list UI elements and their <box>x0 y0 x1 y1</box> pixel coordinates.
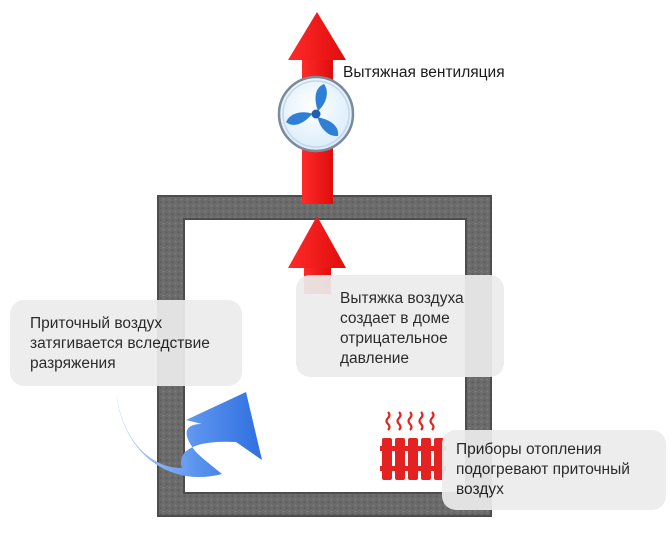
intake-air-line-3: разряжения <box>30 355 116 372</box>
negative-pressure-line-4: давление <box>340 350 410 367</box>
negative-pressure-line-2: создает в доме <box>340 310 450 327</box>
negative-pressure-line-3: отрицательное <box>340 330 448 347</box>
negative-pressure-callout: Вытяжка воздуха создает в доме отрицател… <box>296 275 504 377</box>
negative-pressure-line-1: Вытяжка воздуха <box>340 290 464 307</box>
intake-air-line-1: Приточный воздух <box>30 315 163 332</box>
heating-callout: Приборы отопления подогревают приточный … <box>442 430 666 510</box>
intake-air-callout: Приточный воздух затягивается вследствие… <box>10 300 242 386</box>
heating-line-3: воздух <box>456 481 504 498</box>
heating-line-1: Приборы отопления <box>456 441 602 458</box>
intake-air-line-2: затягивается вследствие <box>30 335 210 352</box>
radiator-icon <box>380 438 446 480</box>
intake-air-arrow <box>116 392 262 478</box>
heat-waves-icon <box>385 411 435 431</box>
exhaust-ventilation-label: Вытяжная вентиляция <box>343 64 505 81</box>
fan-icon <box>277 75 355 153</box>
heating-line-2: подогревают приточный <box>456 461 630 478</box>
